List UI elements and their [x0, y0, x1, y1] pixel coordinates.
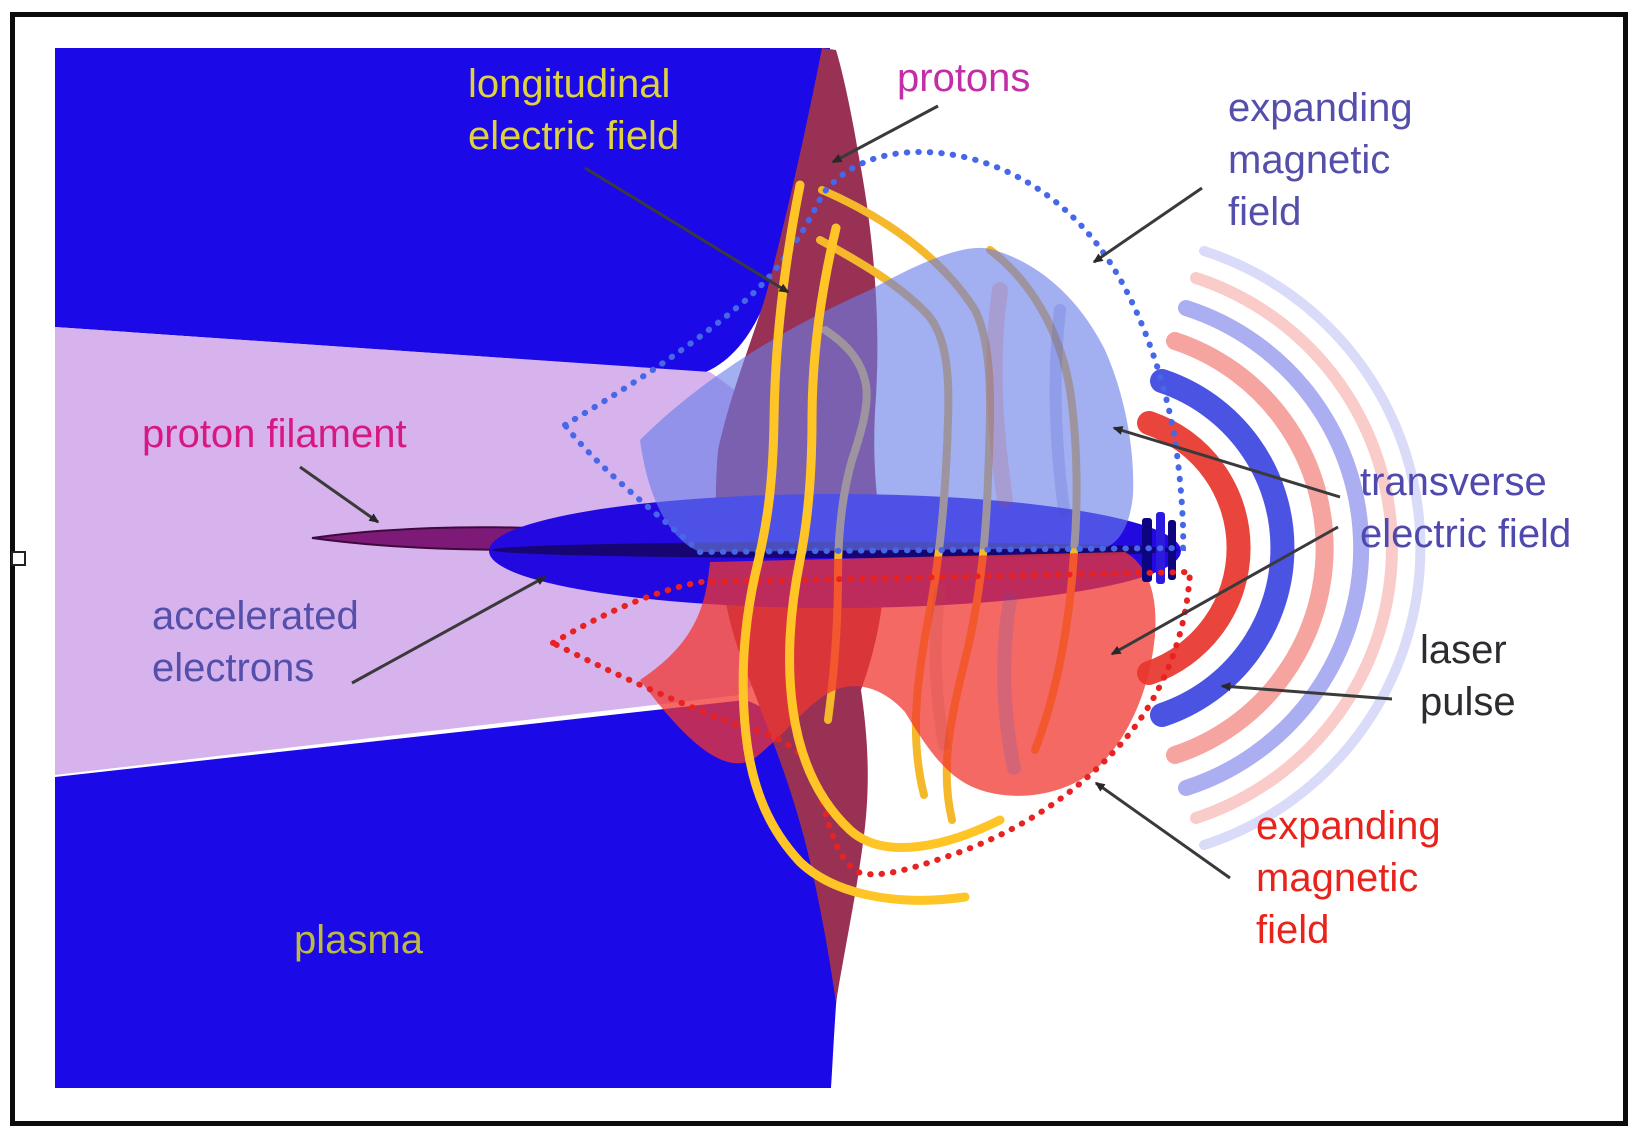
label-plasma: plasma: [294, 914, 423, 966]
label-line: field: [1228, 190, 1302, 234]
arrow-protons: [831, 104, 939, 164]
label-laser-pulse: laser pulse: [1420, 624, 1516, 728]
label-accelerated-electrons: accelerated electrons: [152, 590, 359, 694]
label-line: proton filament: [142, 412, 407, 456]
arrow-expanding-magnetic-top: [1092, 186, 1203, 264]
label-line: electric field: [1360, 512, 1572, 556]
label-expanding-magnetic-field-bottom: expanding magnetic field: [1256, 800, 1441, 956]
label-line: transverse: [1360, 460, 1547, 504]
plasma-region-bottom: [55, 700, 840, 1088]
label-transverse-electric-field: transverse electric field: [1360, 456, 1571, 560]
resize-handle-square: [11, 551, 26, 566]
plasma-region-top: [55, 48, 830, 372]
label-line: field: [1256, 908, 1330, 952]
surface-striations: [929, 282, 1070, 775]
label-line: expanding: [1256, 804, 1441, 848]
label-line: pulse: [1420, 680, 1516, 724]
expanding-magnetic-contour-red: [546, 568, 1194, 878]
label-line: expanding: [1228, 86, 1413, 130]
label-expanding-magnetic-field-top: expanding magnetic field: [1228, 82, 1413, 238]
expanding-magnetic-contour-blue: [560, 148, 1187, 556]
label-line: magnetic: [1228, 138, 1391, 182]
label-line: laser: [1420, 628, 1507, 672]
label-proton-filament: proton filament: [142, 408, 407, 460]
label-line: electric field: [468, 114, 680, 158]
label-protons: protons: [897, 52, 1030, 104]
arrow-transverse-upper: [1112, 426, 1341, 499]
arrow-proton-filament: [299, 465, 380, 524]
label-longitudinal-electric-field: longitudinal electric field: [468, 58, 679, 162]
annotation-arrows: [299, 104, 1393, 880]
longitudinal-field-lines-bright: [738, 180, 1005, 905]
arrow-longitudinal-electric-field: [584, 166, 790, 294]
label-line: accelerated: [152, 594, 359, 638]
label-line: electrons: [152, 646, 315, 690]
label-line: magnetic: [1256, 856, 1419, 900]
transverse-field-surface-blue: [640, 247, 1134, 552]
label-line: longitudinal: [468, 62, 671, 106]
plasma-channel-region: [55, 327, 815, 775]
arrow-transverse-lower: [1110, 525, 1339, 656]
arrow-laser-pulse: [1220, 682, 1393, 701]
label-line: protons: [897, 56, 1031, 100]
arrow-expanding-magnetic-bottom: [1094, 781, 1231, 880]
laser-pulse-arcs: [1137, 246, 1426, 850]
arrow-accelerated-electrons: [351, 575, 547, 685]
label-line: plasma: [294, 918, 423, 962]
